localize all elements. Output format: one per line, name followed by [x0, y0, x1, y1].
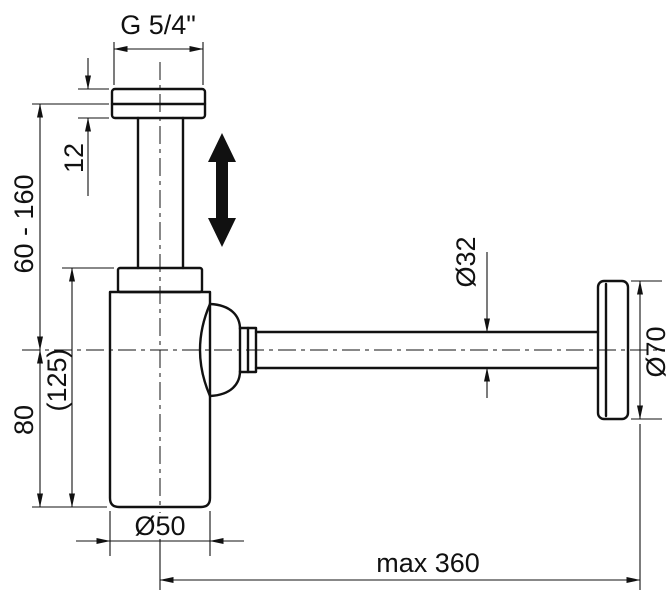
label-wall-rosette-diameter: Ø70 — [641, 326, 671, 377]
dimension-labels: G 5/4" 12 60 - 160 (125) 80 Ø50 Ø32 Ø70 … — [9, 10, 671, 578]
siphon-outline — [108, 87, 630, 509]
centerlines — [22, 62, 662, 510]
label-lower-height: 80 — [9, 405, 39, 435]
height-adjustment-arrow-icon — [208, 133, 236, 247]
label-outlet-pipe-diameter: Ø32 — [451, 236, 481, 287]
dimension-lines — [37, 46, 643, 583]
elbow-bottom-shoulder — [208, 369, 242, 398]
wall-rosette — [596, 279, 630, 421]
elbow-top-shoulder — [208, 302, 242, 331]
trap-body — [108, 290, 212, 509]
body-diameter-label-backdrop — [130, 513, 190, 539]
inlet-pipe — [136, 116, 185, 270]
outlet-pipe — [254, 330, 600, 370]
label-inlet-nut-height: 12 — [59, 143, 89, 173]
label-thread-size: G 5/4" — [120, 10, 196, 40]
label-body-reference-height: (125) — [42, 348, 72, 411]
outlet-elbow — [198, 302, 242, 398]
elbow-body-curve — [198, 302, 212, 398]
label-max-horizontal-reach: max 360 — [376, 548, 480, 578]
label-body-diameter: Ø50 — [134, 511, 185, 541]
label-adjustable-height-range: 60 - 160 — [9, 174, 39, 273]
